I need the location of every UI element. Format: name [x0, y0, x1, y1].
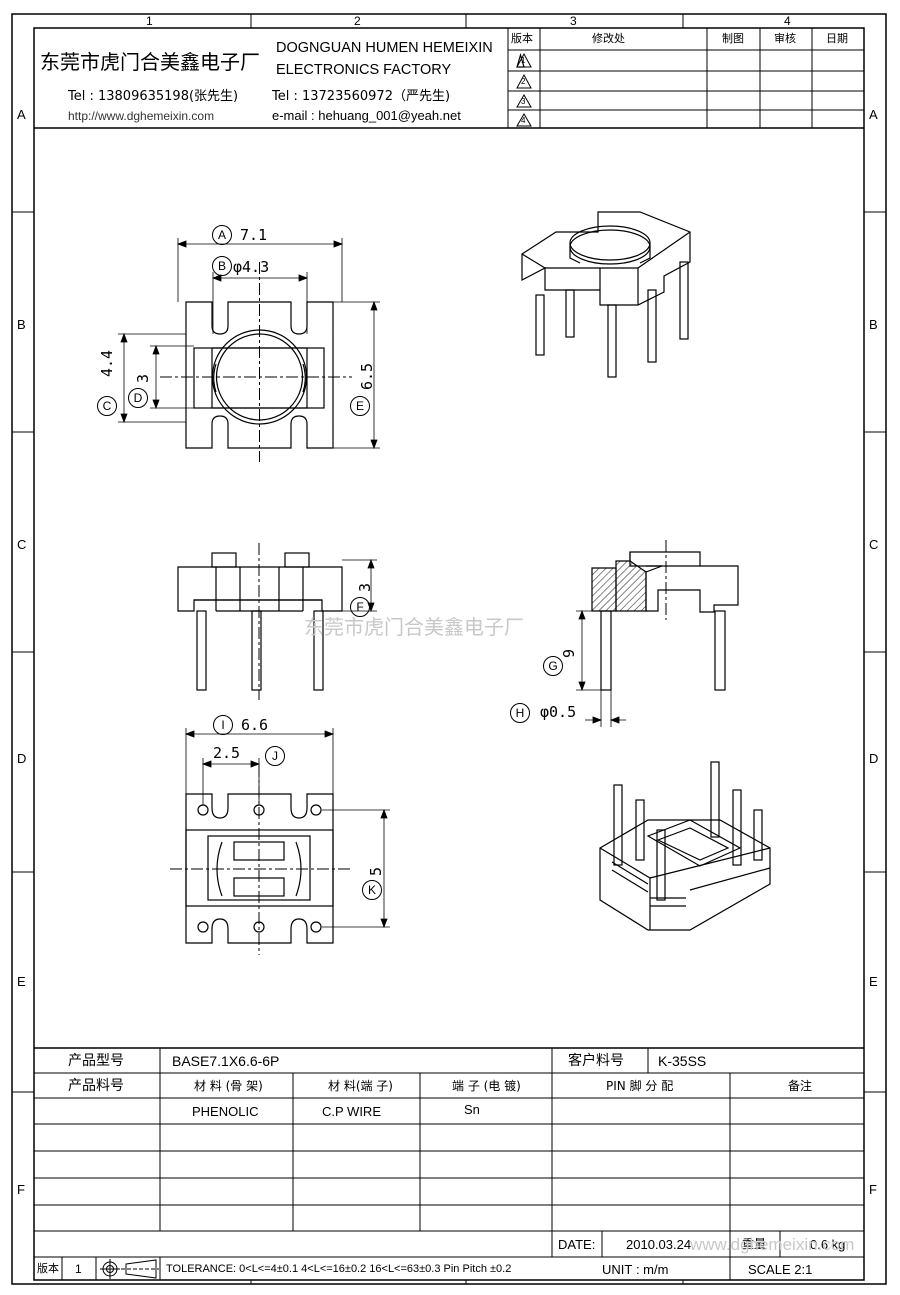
inner-border: [33, 27, 865, 1281]
company-name-cn: 东莞市虎门合美鑫电子厂: [40, 50, 260, 74]
grid-row-b-right: B: [869, 317, 878, 332]
grid-row-c-left: C: [17, 537, 27, 552]
company-name-en-2: ELECTRONICS FACTORY: [276, 62, 452, 78]
dim-value-c: 4.4: [98, 349, 116, 377]
revision-mark-2: 2: [521, 77, 526, 86]
grid-col-3: 3: [570, 14, 577, 28]
grid-col-2: 2: [354, 14, 361, 28]
grid-row-a-right: A: [869, 107, 878, 122]
label-product-model: 产品型号: [68, 1053, 124, 1069]
dim-marker-j: J: [265, 746, 285, 766]
title-block-lines: [34, 1047, 864, 1280]
dim-value-a: 7.1: [240, 226, 268, 244]
dim-value-g: 9: [560, 648, 578, 658]
grid-row-e-right: E: [869, 974, 878, 989]
section-view-dimensions: [576, 609, 626, 727]
date-value: 2010.03.24: [626, 1237, 692, 1252]
dim-value-e: 6.5: [358, 362, 376, 390]
website-link[interactable]: http://www.dghemeixin.com: [68, 109, 215, 123]
header-material-frame: 材 料 (骨 架): [194, 1079, 263, 1093]
unit-note: UNIT : m/m: [602, 1262, 669, 1277]
grid-row-e-left: E: [17, 974, 26, 989]
header-material-pin: 材 料(端 子): [328, 1079, 393, 1093]
grid-col-1: 1: [146, 14, 153, 28]
label-customer-part: 客户料号: [568, 1053, 624, 1069]
dim-value-i: 6.6: [241, 716, 269, 734]
material-pin-value: C.P WIRE: [322, 1104, 381, 1119]
header-pin-assignment: PIN 脚 分 配: [606, 1079, 674, 1093]
top-view-dimensions: [118, 238, 380, 450]
dim-value-j: 2.5: [213, 744, 241, 762]
grid-row-d-right: D: [869, 751, 879, 766]
customer-part-value: K-35SS: [658, 1053, 707, 1069]
weight-value: 0.6 kg: [810, 1237, 846, 1252]
dim-marker-e: E: [350, 396, 370, 416]
dim-marker-h: H: [510, 703, 530, 723]
website-watermark: www.dghemeixin.com: [690, 1235, 855, 1254]
header-plating: 端 子 (电 镀): [452, 1079, 521, 1093]
header-remark: 备注: [788, 1079, 813, 1093]
product-model-value: BASE7.1X6.6-6P: [172, 1053, 280, 1069]
revision-mark-1: 1: [521, 56, 526, 65]
grid-col-4: 4: [784, 14, 791, 28]
rev-col-date: 日期: [826, 32, 848, 45]
grid-row-d-left: D: [17, 751, 27, 766]
contact-tel-2: Tel : 13723560972（严先生): [272, 89, 451, 104]
dim-marker-g: G: [543, 656, 563, 676]
dim-marker-c: C: [97, 396, 117, 416]
rev-col-drawn: 制图: [722, 32, 744, 45]
top-view-centerlines: [160, 262, 352, 462]
grid-row-c-right: C: [869, 537, 879, 552]
grid-row-b-left: B: [17, 317, 26, 332]
watermark-text: 东莞市虎门合美鑫电子厂: [304, 615, 524, 639]
dim-value-f: 3: [356, 582, 374, 592]
label-version: 版本: [37, 1262, 59, 1275]
label-product-part-no: 产品料号: [68, 1078, 124, 1094]
plating-value: Sn: [464, 1102, 480, 1117]
dim-value-k: 5: [367, 866, 385, 876]
company-name-en-1: DOGNGUAN HUMEN HEMEIXIN: [276, 40, 493, 56]
outer-border: [11, 13, 887, 1285]
rev-col-review: 审核: [774, 32, 796, 45]
grid-row-a-left: A: [17, 107, 26, 122]
dim-marker-f: F: [350, 597, 370, 617]
dim-value-d: 3: [134, 373, 152, 383]
scale-note: SCALE 2:1: [748, 1262, 813, 1277]
dim-marker-k: K: [362, 880, 382, 900]
tolerance-note: TOLERANCE: 0<L<=4±0.1 4<L<=16±0.2 16<L<=…: [166, 1263, 512, 1275]
revision-mark-4: 4: [521, 116, 526, 125]
dim-value-h: φ0.5: [540, 703, 577, 721]
iso-view-bottom: [599, 761, 771, 931]
dim-marker-b: B: [212, 256, 232, 276]
label-date: DATE:: [558, 1237, 596, 1252]
contact-email[interactable]: e-mail : hehuang_001@yeah.net: [272, 108, 461, 123]
bottom-view-dimensions: [184, 728, 390, 929]
grid-row-f-right: F: [869, 1182, 877, 1197]
iso-view-top: [521, 211, 691, 378]
grid-row-f-left: F: [17, 1182, 25, 1197]
label-weight: 重量: [742, 1237, 767, 1251]
material-frame-value: PHENOLIC: [192, 1104, 259, 1119]
dim-value-b: φ4.3: [233, 258, 270, 276]
front-view: [177, 552, 343, 691]
version-value: 1: [75, 1262, 82, 1276]
rev-col-version: 版本: [511, 32, 533, 45]
revision-mark-3: 3: [521, 97, 526, 106]
dim-marker-d: D: [128, 388, 148, 408]
dim-marker-i: I: [213, 715, 233, 735]
section-view: [591, 551, 739, 691]
dim-marker-a: A: [212, 225, 232, 245]
contact-tel-1: Tel : 13809635198(张先生): [68, 89, 239, 104]
rev-col-change: 修改处: [592, 32, 625, 45]
